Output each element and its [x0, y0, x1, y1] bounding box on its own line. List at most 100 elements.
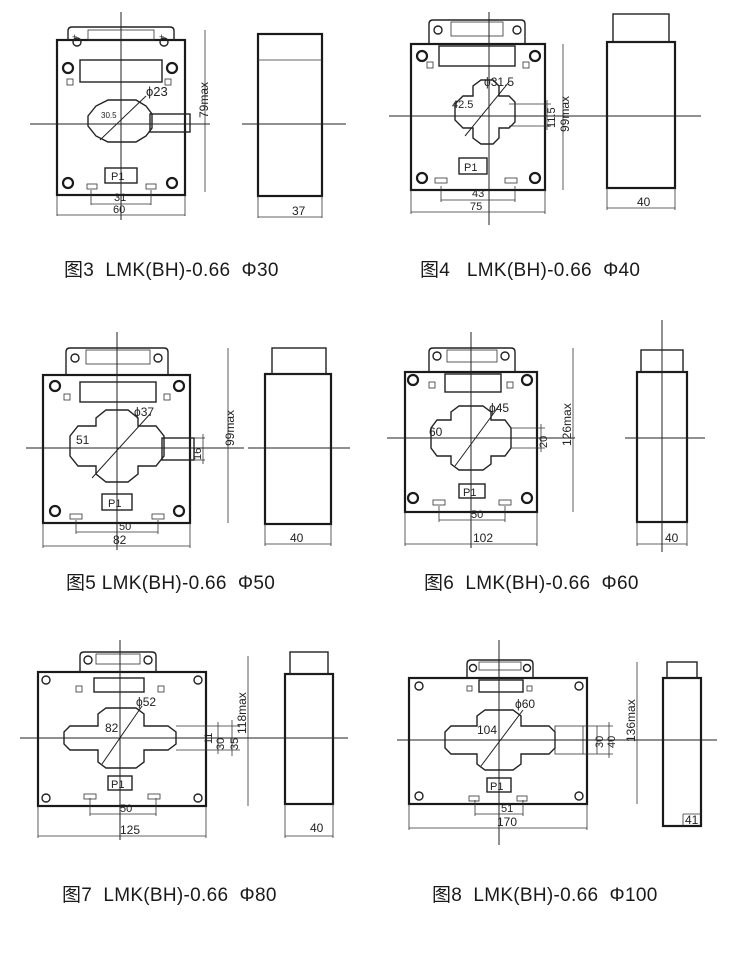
fig4-diameter-line	[464, 81, 510, 137]
fig7-dim-inner: 50	[120, 803, 132, 815]
fig5-terminal-box	[101, 493, 133, 511]
fig7-window-height-1: 11	[203, 733, 215, 744]
fig8-diameter-label: ϕ60	[515, 697, 535, 711]
fig4-dim-inner: 43	[472, 188, 484, 200]
fig3-busbar-slot	[149, 113, 191, 133]
fig3-window-width-label: 30.5	[101, 111, 117, 120]
fig6-bracket-slot	[446, 349, 498, 363]
fig6-window-height-label: 20	[538, 436, 550, 448]
fig8-window-width-label: 104	[477, 723, 497, 737]
fig7-bracket-slot	[95, 653, 141, 665]
fig6-corner-holes	[406, 373, 534, 505]
fig3-side-view	[256, 32, 324, 198]
fig5-dim-outer: 82	[113, 533, 127, 547]
fig5-caption: 图5 LMK(BH)-0.66 Φ50	[66, 573, 276, 594]
fig4-caption: 图4 LMK(BH)-0.66 Φ40	[420, 260, 641, 281]
fig7-dim-outer: 125	[120, 823, 140, 837]
fig5-side-view	[263, 372, 333, 526]
fig6-dim-outer: 102	[473, 531, 493, 545]
fig4-corner-holes	[415, 49, 542, 185]
fig8-bracket-slot	[478, 661, 522, 671]
fig3-foot	[86, 183, 98, 190]
figure-7-drawing: ϕ52 82 11 30 35 P1 118max 50 125 40	[20, 640, 348, 840]
fig7-side-width-label: 40	[310, 821, 324, 835]
fig5-side-top-block	[271, 347, 327, 375]
fig4-side-top-block	[612, 13, 670, 43]
fig7-terminal-box	[107, 775, 133, 791]
fig8-bracket-screws	[468, 663, 532, 673]
fig3-corner-holes	[61, 61, 179, 190]
fig3-foot	[145, 183, 157, 190]
fig5-nameplate	[79, 381, 157, 403]
fig8-side-top-block	[666, 661, 698, 679]
figure-4-drawing: ϕ31.5 42.5 11.5 P1 99max 43 75 40	[389, 12, 701, 225]
fig8-corner-holes	[414, 681, 584, 801]
fig6-dim-inner: 50	[471, 509, 483, 521]
fig4-nameplate	[438, 45, 516, 67]
fig8-dim-inner: 51	[501, 803, 513, 815]
fig6-terminal-box	[458, 483, 486, 499]
fig8-window-height-2: 40	[606, 736, 618, 748]
figure-5-drawing: ϕ37 51 16 P1 99max 50 82 40	[26, 332, 350, 550]
fig8-terminal-label: P1	[490, 781, 503, 793]
fig5-window-height-label: 16	[192, 448, 204, 460]
fig5-height-label: 99max	[223, 410, 237, 446]
fig5-bracket-slot	[85, 349, 151, 365]
fig5-side-width-label: 40	[290, 531, 304, 545]
fig4-terminal-box	[458, 157, 488, 175]
fig7-side-view	[283, 672, 335, 806]
fig4-terminal-label: P1	[464, 162, 477, 174]
fig4-body-outline	[409, 42, 547, 192]
figure-6-drawing: ϕ45 60 20 P1 126max 50 102 40	[387, 320, 705, 552]
svg-text:+: +	[72, 32, 77, 42]
fig6-bracket-screws	[432, 351, 510, 361]
fig7-bracket-screws	[83, 655, 153, 665]
fig6-nameplate	[444, 373, 502, 393]
fig4-side-view	[605, 40, 677, 190]
fig7-height-label: 118max	[235, 692, 249, 734]
fig7-terminal-label: P1	[111, 779, 124, 791]
fig7-diameter-label: ϕ52	[136, 695, 156, 709]
fig7-mounting-bracket	[79, 651, 157, 672]
fig8-dim-outer: 170	[497, 815, 517, 829]
fig4-window-height-label: 11.5	[546, 107, 558, 128]
fig3-small-square	[66, 78, 74, 86]
fig5-terminal-label: P1	[108, 498, 121, 510]
fig3-side-width-label: 37	[292, 204, 306, 218]
fig5-bracket-screws	[70, 353, 163, 363]
fig4-mounting-bracket	[428, 19, 526, 44]
fig8-diameter-line	[480, 709, 524, 767]
fig4-dim-outer: 75	[470, 201, 482, 213]
fig6-terminal-label: P1	[463, 487, 476, 499]
fig4-window-width-label: 42.5	[452, 99, 473, 111]
fig5-window-width-label: 51	[76, 433, 90, 447]
fig7-side-top-block	[289, 651, 329, 675]
fig6-diameter-line	[454, 405, 500, 467]
fig3-diameter-line	[99, 95, 147, 141]
fig3-small-square	[164, 78, 172, 86]
fig8-mounting-bracket	[466, 659, 534, 678]
svg-text:+: +	[159, 32, 164, 42]
fig7-corner-holes	[41, 675, 203, 803]
fig3-dim-inner: 31	[114, 192, 126, 204]
fig5-busbar-slot	[161, 437, 195, 461]
fig8-height-label: 136max	[624, 699, 638, 742]
fig3-bracket-screws: ++	[72, 32, 169, 47]
fig4-height-label: 99max	[558, 96, 572, 132]
fig6-window-width-label: 60	[429, 425, 443, 439]
fig6-height-label: 126max	[560, 403, 574, 446]
fig7-nameplate	[93, 677, 145, 693]
fig7-window-height-3: 35	[229, 738, 241, 750]
fig7-window-aperture	[63, 707, 177, 769]
fig7-diameter-line	[101, 705, 143, 765]
fig7-caption: 图7 LMK(BH)-0.66 Φ80	[62, 885, 277, 906]
fig5-dim-inner: 50	[119, 521, 131, 533]
fig5-corner-holes	[48, 379, 186, 518]
fig6-side-width-label: 40	[665, 531, 679, 545]
fig8-side-view	[661, 676, 703, 828]
fig3-caption: 图3 LMK(BH)-0.66 Φ30	[64, 260, 279, 281]
fig8-side-width-label: 41	[685, 813, 699, 827]
fig6-mounting-bracket	[428, 347, 516, 372]
fig3-dim-outer: 60	[113, 204, 125, 216]
fig8-terminal-box	[486, 777, 512, 793]
